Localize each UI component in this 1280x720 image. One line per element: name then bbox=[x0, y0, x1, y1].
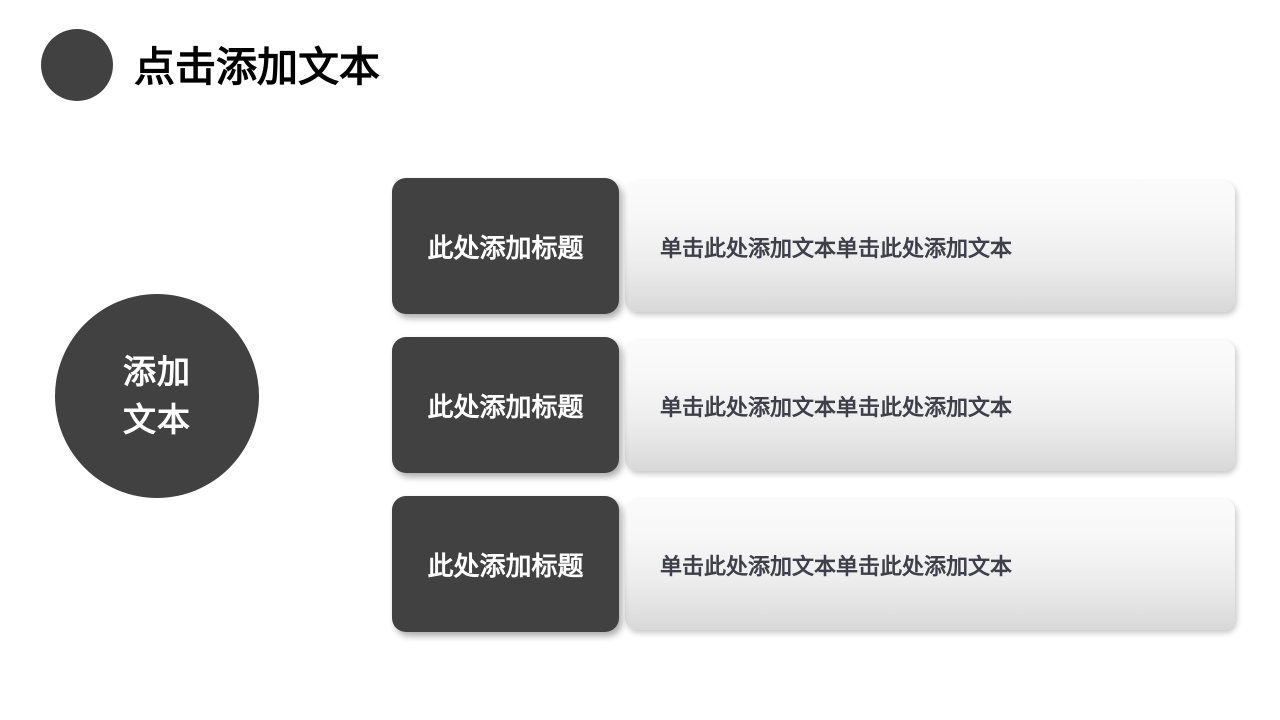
content-row[interactable]: 单击此处添加文本单击此处添加文本 此处添加标题 bbox=[392, 178, 1235, 314]
slide-header: 点击添加文本 bbox=[0, 0, 1280, 130]
content-row[interactable]: 单击此处添加文本单击此处添加文本 此处添加标题 bbox=[392, 496, 1235, 632]
hub-label-line-1: 添加 bbox=[123, 352, 191, 391]
row-title-text: 此处添加标题 bbox=[427, 551, 584, 582]
row-body-panel[interactable]: 单击此处添加文本单击此处添加文本 bbox=[625, 340, 1235, 471]
row-body-text: 单击此处添加文本单击此处添加文本 bbox=[660, 395, 1013, 421]
hub-label-line-2: 文本 bbox=[123, 400, 191, 439]
row-title-tab[interactable]: 此处添加标题 bbox=[392, 337, 619, 473]
row-body-text: 单击此处添加文本单击此处添加文本 bbox=[660, 554, 1013, 580]
row-body-text: 单击此处添加文本单击此处添加文本 bbox=[660, 236, 1013, 262]
row-title-tab[interactable]: 此处添加标题 bbox=[392, 496, 619, 632]
header-bullet-circle-icon bbox=[41, 29, 113, 101]
content-row[interactable]: 单击此处添加文本单击此处添加文本 此处添加标题 bbox=[392, 337, 1235, 473]
page-title: 点击添加文本 bbox=[134, 43, 380, 91]
row-title-text: 此处添加标题 bbox=[427, 233, 584, 264]
row-title-tab[interactable]: 此处添加标题 bbox=[392, 178, 619, 314]
row-body-panel[interactable]: 单击此处添加文本单击此处添加文本 bbox=[625, 181, 1235, 312]
hub-circle[interactable]: 添加 文本 bbox=[55, 294, 259, 498]
row-body-panel[interactable]: 单击此处添加文本单击此处添加文本 bbox=[625, 499, 1235, 630]
row-title-text: 此处添加标题 bbox=[427, 392, 584, 423]
